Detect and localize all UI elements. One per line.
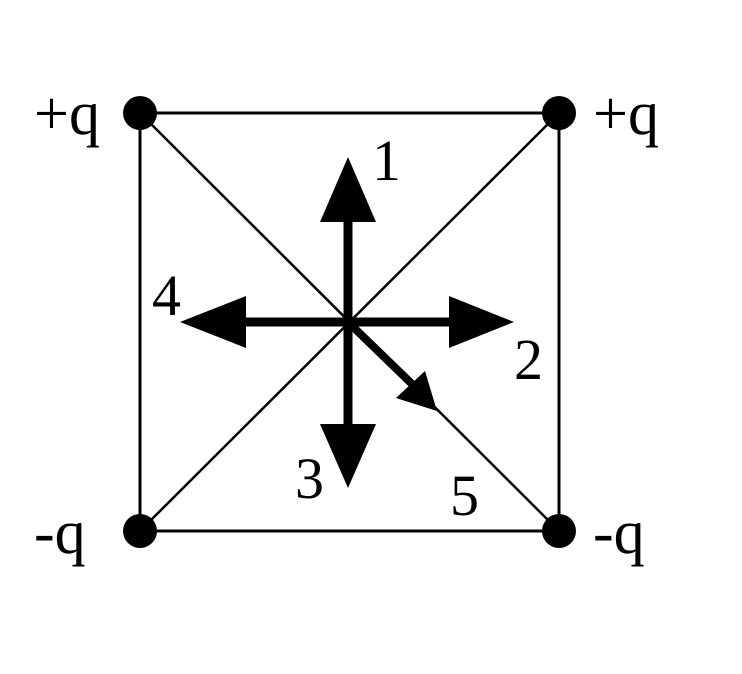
arrow-3-down [320,322,376,488]
charge-bottom-right-label: -q [593,499,645,567]
arrow-3-label: 3 [295,446,324,511]
arrow-5-label: 5 [450,463,479,528]
charge-top-left-label: +q [34,80,100,148]
arrow-5-diagonal [345,319,437,411]
charge-top-right-dot [542,96,576,130]
arrow-1-up [320,157,376,322]
charge-top-left-dot [123,96,157,130]
charge-bottom-right-dot [542,514,576,548]
charge-top-right-label: +q [593,80,659,148]
arrow-1-label: 1 [372,128,401,193]
arrow-2-label: 2 [514,327,543,392]
charge-bottom-left-label: -q [34,499,86,567]
arrow-4-left [180,296,348,348]
arrow-4-label: 4 [152,263,181,328]
arrow-2-right [348,296,514,348]
charge-bottom-left-dot [123,514,157,548]
